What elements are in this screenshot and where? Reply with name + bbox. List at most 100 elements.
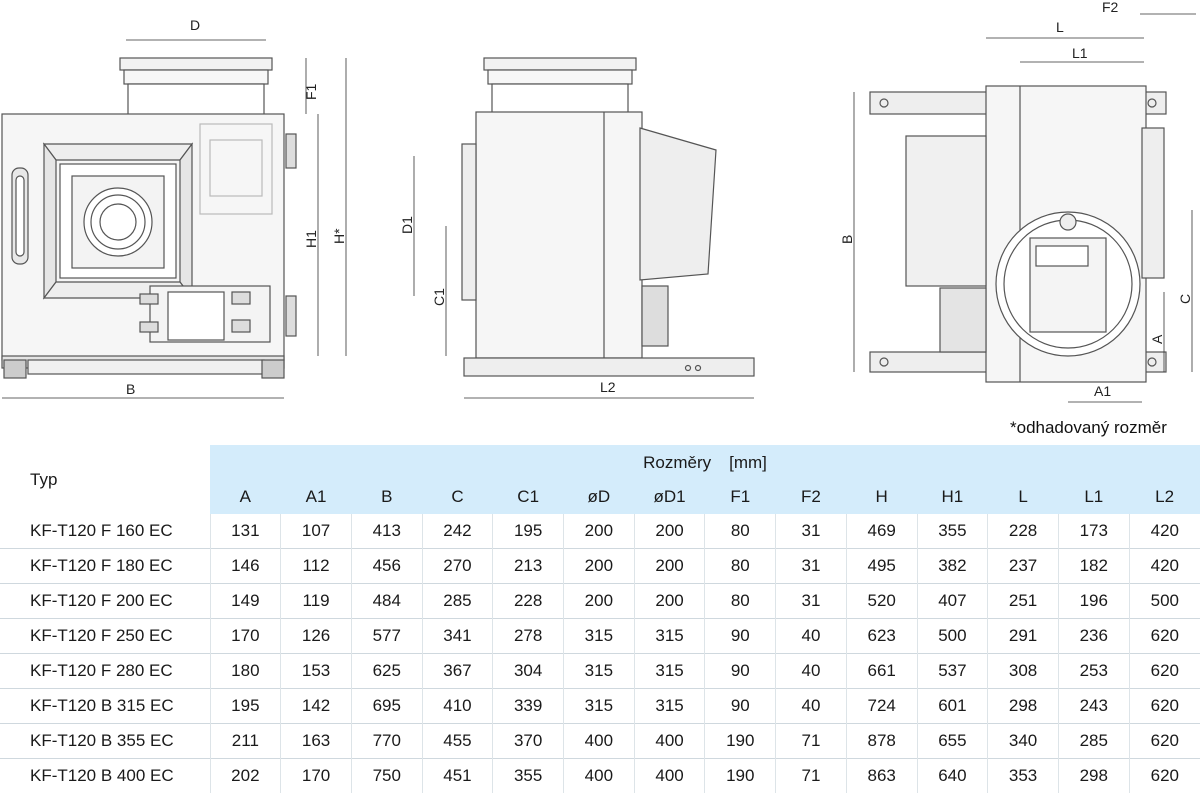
dimension-cell: 170 bbox=[281, 759, 352, 793]
dimension-cell: 298 bbox=[1058, 759, 1129, 793]
dimension-cell: 31 bbox=[776, 514, 847, 549]
dimension-cell: 200 bbox=[634, 549, 705, 584]
dim-label-c1: C1 bbox=[431, 288, 447, 306]
dimension-cell: 278 bbox=[493, 619, 564, 654]
unit-label: [mm] bbox=[729, 453, 767, 472]
dimension-cell: 750 bbox=[351, 759, 422, 793]
type-name-cell: KF-T120 F 200 EC bbox=[0, 584, 210, 619]
dimension-cell: 400 bbox=[564, 724, 635, 759]
dimension-cell: 863 bbox=[846, 759, 917, 793]
dimension-cell: 315 bbox=[564, 689, 635, 724]
dimension-cell: 495 bbox=[846, 549, 917, 584]
dimension-cell: 200 bbox=[564, 514, 635, 549]
dimension-cell: 620 bbox=[1129, 654, 1200, 689]
dimension-cell: 31 bbox=[776, 584, 847, 619]
column-header: A bbox=[210, 480, 281, 514]
dimension-cell: 400 bbox=[634, 724, 705, 759]
dimension-cell: 253 bbox=[1058, 654, 1129, 689]
dimension-cell: 500 bbox=[917, 619, 988, 654]
dimension-cell: 724 bbox=[846, 689, 917, 724]
dimension-cell: 620 bbox=[1129, 759, 1200, 793]
dimension-cell: 878 bbox=[846, 724, 917, 759]
dim-label-f1: F1 bbox=[303, 83, 319, 100]
dimension-cell: 469 bbox=[846, 514, 917, 549]
dimension-cell: 182 bbox=[1058, 549, 1129, 584]
dimension-cell: 456 bbox=[351, 549, 422, 584]
dimension-cell: 242 bbox=[422, 514, 493, 549]
dimension-cell: 196 bbox=[1058, 584, 1129, 619]
dimension-cell: 126 bbox=[281, 619, 352, 654]
dimension-cell: 601 bbox=[917, 689, 988, 724]
dimension-cell: 298 bbox=[988, 689, 1059, 724]
dimension-cell: 484 bbox=[351, 584, 422, 619]
dimension-cell: 420 bbox=[1129, 514, 1200, 549]
dimension-cell: 80 bbox=[705, 584, 776, 619]
dimension-cell: 355 bbox=[493, 759, 564, 793]
dimension-cell: 200 bbox=[564, 549, 635, 584]
dimension-cell: 173 bbox=[1058, 514, 1129, 549]
dimension-cell: 163 bbox=[281, 724, 352, 759]
column-header: A1 bbox=[281, 480, 352, 514]
estimated-dimension-note: *odhadovaný rozměr bbox=[1010, 418, 1167, 438]
dimension-cell: 623 bbox=[846, 619, 917, 654]
dimension-cell: 285 bbox=[1058, 724, 1129, 759]
dim-label-l: L bbox=[1056, 19, 1064, 35]
dim-label-f2: F2 bbox=[1102, 0, 1119, 15]
dimension-cell: 620 bbox=[1129, 619, 1200, 654]
dimension-cell: 400 bbox=[564, 759, 635, 793]
dimension-cell: 400 bbox=[634, 759, 705, 793]
column-header: B bbox=[351, 480, 422, 514]
dimension-cell: 90 bbox=[705, 619, 776, 654]
dimension-cell: 211 bbox=[210, 724, 281, 759]
dimension-cell: 413 bbox=[351, 514, 422, 549]
dimension-cell: 228 bbox=[988, 514, 1059, 549]
dimension-cell: 355 bbox=[917, 514, 988, 549]
end-view bbox=[870, 86, 1166, 382]
dimension-cell: 40 bbox=[776, 619, 847, 654]
dimension-cell: 200 bbox=[634, 584, 705, 619]
dimension-cell: 315 bbox=[564, 619, 635, 654]
dimension-cell: 291 bbox=[988, 619, 1059, 654]
column-header: C1 bbox=[493, 480, 564, 514]
type-name-cell: KF-T120 F 160 EC bbox=[0, 514, 210, 549]
dimension-cell: 285 bbox=[422, 584, 493, 619]
type-name-cell: KF-T120 F 250 EC bbox=[0, 619, 210, 654]
dimension-cell: 353 bbox=[988, 759, 1059, 793]
column-header: F1 bbox=[705, 480, 776, 514]
column-header: L bbox=[988, 480, 1059, 514]
dimension-cell: 146 bbox=[210, 549, 281, 584]
dimension-cell: 577 bbox=[351, 619, 422, 654]
dimension-cell: 213 bbox=[493, 549, 564, 584]
type-name-cell: KF-T120 B 400 EC bbox=[0, 759, 210, 793]
column-header: H1 bbox=[917, 480, 988, 514]
type-name-cell: KF-T120 F 280 EC bbox=[0, 654, 210, 689]
technical-drawing: D F1 H1 H* B D1 C1 L2 F2 L L1 B C A A1 bbox=[0, 0, 1200, 440]
dimension-cell: 770 bbox=[351, 724, 422, 759]
dimension-cell: 195 bbox=[210, 689, 281, 724]
dimension-cell: 90 bbox=[705, 654, 776, 689]
dimension-cell: 31 bbox=[776, 549, 847, 584]
dimension-cell: 410 bbox=[422, 689, 493, 724]
dimension-cell: 270 bbox=[422, 549, 493, 584]
dimension-cell: 107 bbox=[281, 514, 352, 549]
dimension-cell: 200 bbox=[564, 584, 635, 619]
dim-label-c: C bbox=[1177, 294, 1193, 304]
dimension-cell: 80 bbox=[705, 514, 776, 549]
column-header: øD1 bbox=[634, 480, 705, 514]
dimension-cell: 90 bbox=[705, 689, 776, 724]
dimension-cell: 202 bbox=[210, 759, 281, 793]
dimension-cell: 367 bbox=[422, 654, 493, 689]
dim-label-h-star: H* bbox=[331, 228, 347, 244]
dim-label-b-front: B bbox=[126, 381, 135, 397]
dimension-cell: 407 bbox=[917, 584, 988, 619]
dimension-cell: 195 bbox=[493, 514, 564, 549]
dim-label-b-end: B bbox=[839, 235, 855, 244]
dimension-cell: 237 bbox=[988, 549, 1059, 584]
dimension-cell: 180 bbox=[210, 654, 281, 689]
